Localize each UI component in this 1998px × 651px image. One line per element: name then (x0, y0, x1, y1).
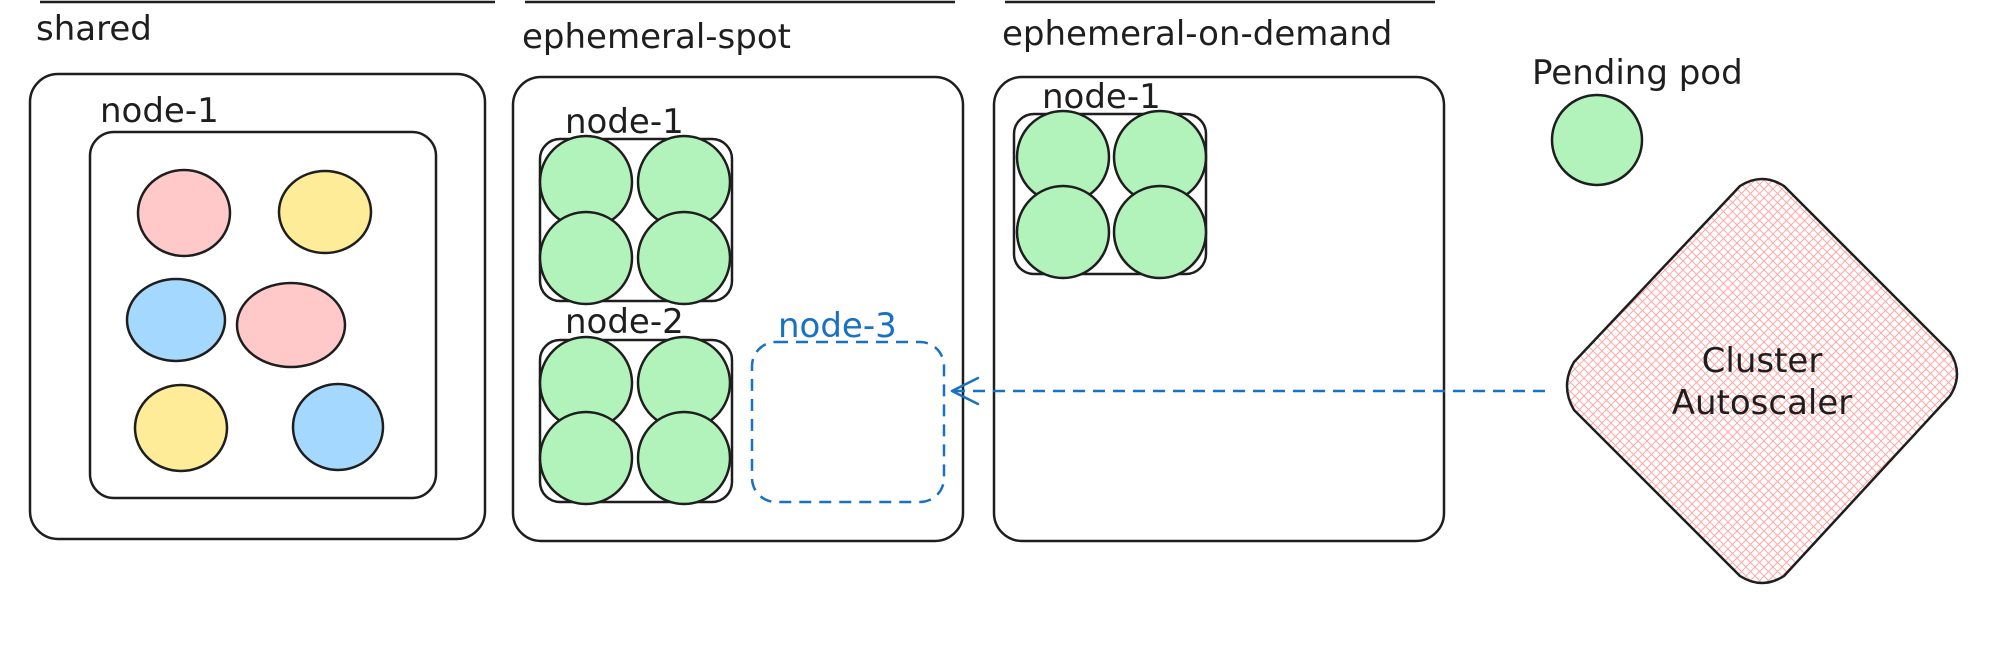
spot-group-label: ephemeral-spot (522, 17, 791, 57)
shared-group: shared node-1 (28, 9, 487, 541)
pod-green (1015, 184, 1111, 280)
pod-green (636, 210, 732, 306)
pod-green (538, 210, 634, 306)
pod-yellow (277, 169, 373, 255)
on-demand-group-label: ephemeral-on-demand (1002, 14, 1392, 54)
on-demand-node1-pods (1015, 109, 1208, 280)
pod-blue (291, 382, 385, 472)
spot-node3-frame-new (750, 340, 946, 504)
shared-node1-label: node-1 (100, 91, 219, 131)
spot-node1-frame (538, 137, 734, 303)
on-demand-node1-frame (1012, 112, 1208, 276)
pod-green (636, 410, 732, 506)
pending-pod (1550, 93, 1644, 187)
spot-node2-label: node-2 (565, 302, 684, 342)
pod-yellow (133, 383, 229, 473)
scale-up-arrow (950, 376, 1545, 406)
shared-group-label: shared (36, 9, 152, 49)
pod-green (538, 410, 634, 506)
shared-group-frame (28, 72, 487, 541)
pending-pod-label: Pending pod (1532, 53, 1743, 93)
shared-node1-frame (88, 130, 438, 500)
on-demand-group-frame (992, 75, 1446, 543)
autoscaler-label-line2: Autoscaler (1672, 383, 1853, 423)
pod-pink (136, 168, 232, 258)
spot-node1-pods (538, 134, 732, 306)
spot-group-frame (511, 75, 965, 543)
pod-green (1112, 184, 1208, 280)
autoscaler-diamond (1565, 177, 1959, 585)
pending-pod-group: Pending pod (1532, 53, 1743, 187)
pod-pink (235, 281, 347, 369)
ephemeral-on-demand-group: ephemeral-on-demand node-1 (992, 14, 1446, 543)
spot-node2-frame (538, 338, 734, 504)
shared-pods (125, 168, 385, 473)
cluster-autoscaler: Cluster Autoscaler (1565, 177, 1959, 585)
spot-node3-label: node-3 (778, 306, 897, 346)
ephemeral-spot-group: ephemeral-spot node-1 node-2 node-3 (511, 17, 965, 543)
spot-node2-pods (538, 335, 732, 506)
pod-blue (125, 277, 227, 363)
arrow-head-icon (950, 376, 980, 406)
autoscaler-label-line1: Cluster (1702, 341, 1823, 381)
